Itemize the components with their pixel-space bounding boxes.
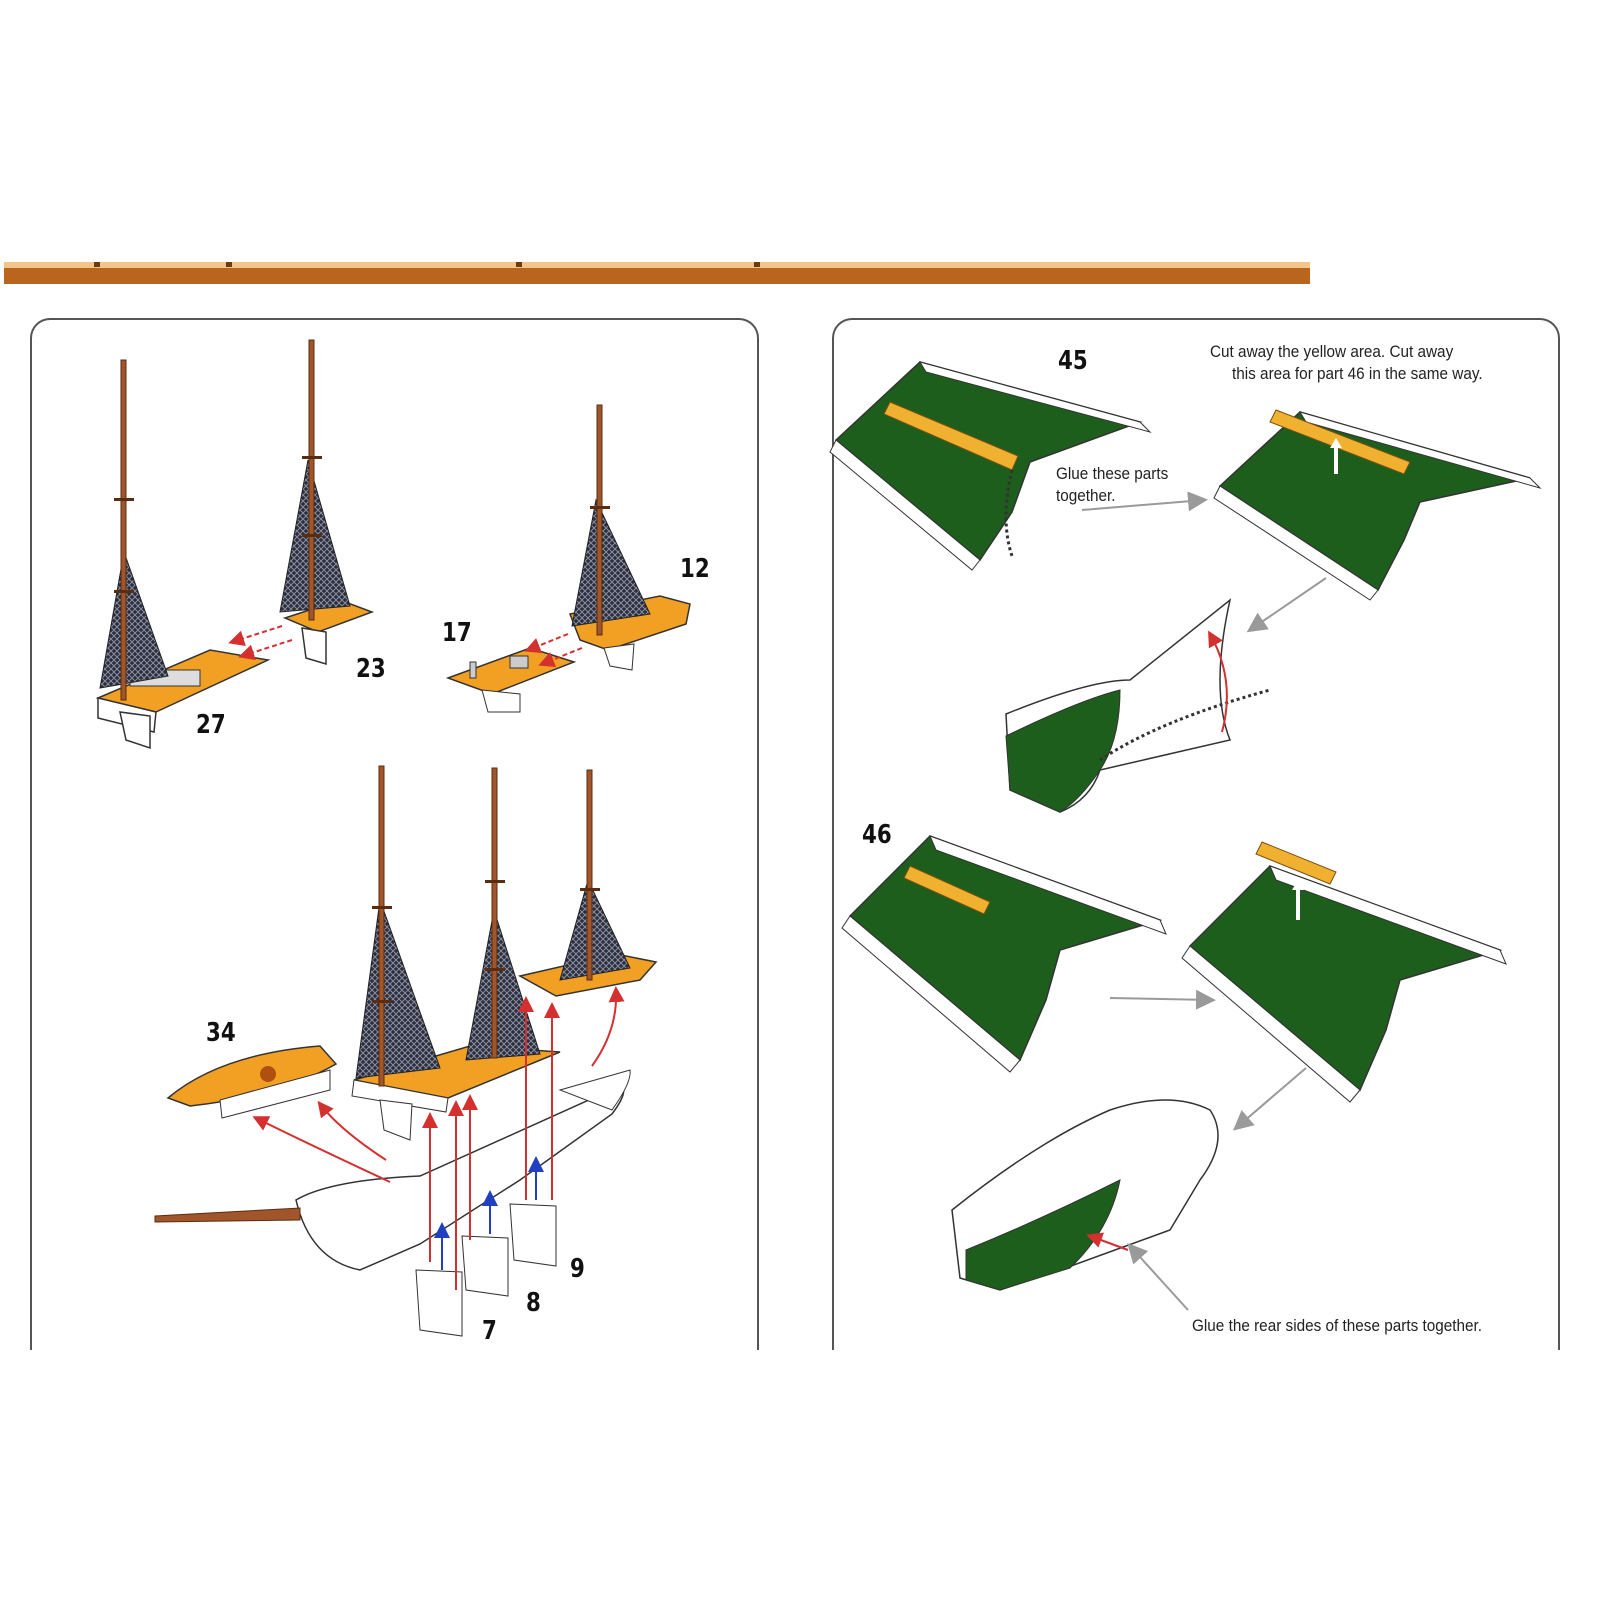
part-46-step-3 bbox=[951, 1099, 1219, 1311]
part-45-step-2 bbox=[1213, 409, 1542, 601]
part-label-9: 9 bbox=[570, 1254, 585, 1284]
note-glue-rear: Glue the rear sides of these parts toget… bbox=[1192, 1316, 1483, 1335]
main-hull-assembly bbox=[154, 765, 658, 1337]
part-label-46: 46 bbox=[862, 820, 892, 850]
assembly-17-12 bbox=[445, 404, 691, 713]
part-label-23: 23 bbox=[356, 654, 386, 684]
note-glue-parts-line2: together. bbox=[1056, 486, 1116, 505]
header-tick bbox=[754, 262, 760, 267]
note-cut-away-line1: Cut away the yellow area. Cut away bbox=[1210, 342, 1454, 361]
part-label-12: 12 bbox=[680, 554, 710, 584]
part-45-step-3 bbox=[1005, 598, 1271, 813]
note-glue-parts-line1: Glue these parts bbox=[1056, 464, 1169, 483]
part-45-step-1 bbox=[829, 361, 1152, 571]
part-label-8: 8 bbox=[526, 1288, 541, 1318]
part-label-45: 45 bbox=[1058, 346, 1088, 376]
note-cut-away-line2: this area for part 46 in the same way. bbox=[1232, 364, 1483, 383]
part-46-step-1 bbox=[841, 835, 1167, 1073]
part-label-34: 34 bbox=[206, 1018, 236, 1048]
part-label-17: 17 bbox=[442, 618, 472, 648]
header-tick bbox=[516, 262, 522, 267]
assembly-27-23 bbox=[95, 339, 375, 750]
part-46-step-2 bbox=[1181, 841, 1507, 1103]
header-tick bbox=[94, 262, 100, 267]
part-label-27: 27 bbox=[196, 710, 226, 740]
header-tick bbox=[226, 262, 232, 267]
part-label-7: 7 bbox=[482, 1316, 497, 1346]
header-bar bbox=[4, 262, 1310, 284]
